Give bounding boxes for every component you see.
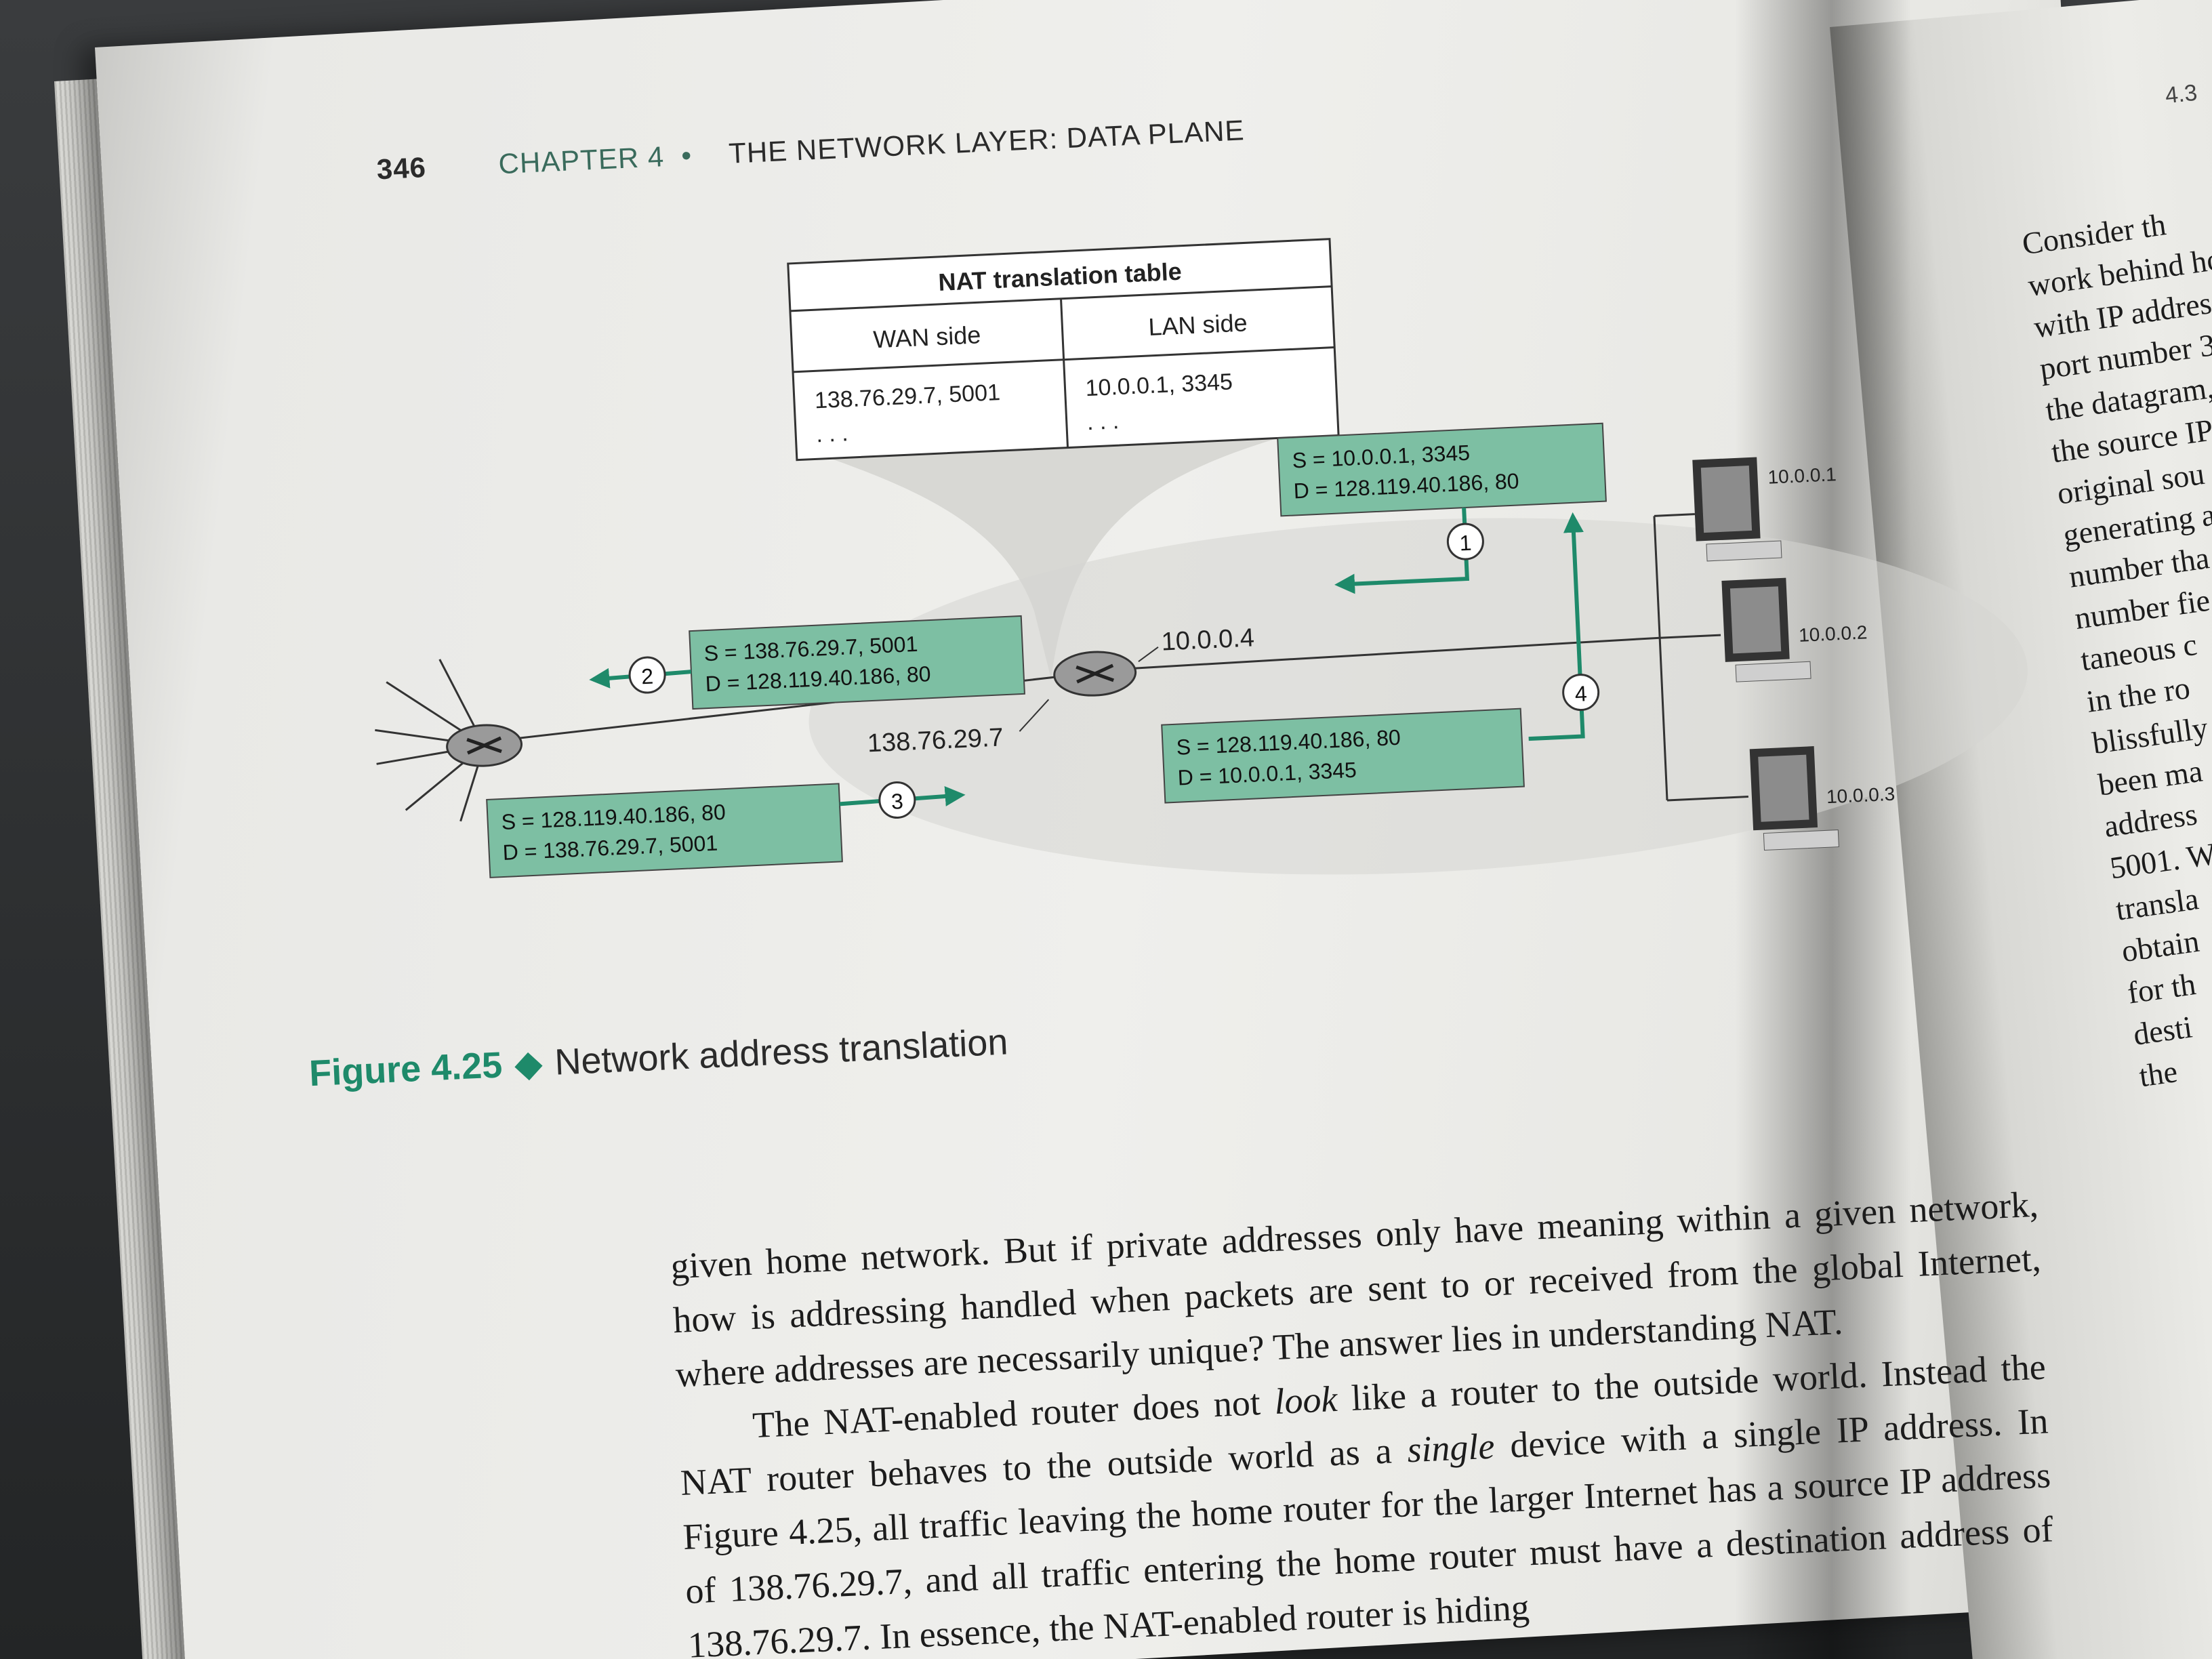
host1-address: 10.0.0.1 bbox=[1767, 464, 1837, 488]
step-3-label: 3 bbox=[890, 789, 903, 814]
nat-wan-header: WAN side bbox=[873, 321, 981, 353]
flow-arrow-4 bbox=[1528, 512, 1585, 741]
nat-wan-ellipsis: . . . bbox=[815, 420, 848, 447]
nat-lan-header: LAN side bbox=[1148, 308, 1248, 341]
nat-router bbox=[1053, 651, 1137, 697]
packet-4: S = 128.119.40.186, 80 D = 10.0.0.1, 334… bbox=[1161, 708, 1525, 804]
body-text: given home network. But if private addre… bbox=[670, 1177, 2057, 1659]
step-4-marker: 4 bbox=[1562, 674, 1600, 712]
packet-2: S = 138.76.29.7, 5001 D = 128.119.40.186… bbox=[689, 615, 1025, 710]
nat-figure: NAT translation table WAN side LAN side … bbox=[446, 238, 2028, 878]
step-2-marker: 2 bbox=[628, 656, 666, 694]
table-funnel-shade bbox=[796, 422, 1338, 680]
lan-link bbox=[1118, 636, 1660, 670]
host2-address: 10.0.0.2 bbox=[1798, 621, 1868, 646]
figure-label: Figure 4.25 bbox=[308, 1044, 504, 1094]
internet-router bbox=[446, 724, 523, 767]
packet-3: S = 128.119.40.186, 80 D = 138.76.29.7, … bbox=[486, 783, 843, 878]
nat-translation-table: NAT translation table WAN side LAN side … bbox=[787, 238, 1340, 462]
host3-address: 10.0.0.3 bbox=[1826, 783, 1896, 808]
nat-lan-ellipsis: . . . bbox=[1086, 408, 1120, 435]
host-computer-1: 10.0.0.1 bbox=[1692, 457, 1837, 562]
step-1-label: 1 bbox=[1459, 531, 1472, 556]
step-1-marker: 1 bbox=[1446, 523, 1484, 560]
step-4-label: 4 bbox=[1574, 681, 1587, 706]
step-2-label: 2 bbox=[640, 664, 653, 689]
host-computer-3: 10.0.0.3 bbox=[1749, 746, 1896, 851]
step-3-marker: 3 bbox=[878, 781, 916, 819]
host-computer-2: 10.0.0.2 bbox=[1721, 577, 1868, 682]
packet-1: S = 10.0.0.1, 3345 D = 128.119.40.186, 8… bbox=[1277, 422, 1607, 517]
lan-shade bbox=[808, 518, 2028, 875]
lan-switch-line bbox=[1653, 516, 1668, 801]
router-lan-address: 10.0.0.4 bbox=[1161, 623, 1255, 656]
figure-separator: ◆ bbox=[513, 1042, 544, 1085]
router-wan-address: 138.76.29.7 bbox=[867, 723, 1004, 758]
